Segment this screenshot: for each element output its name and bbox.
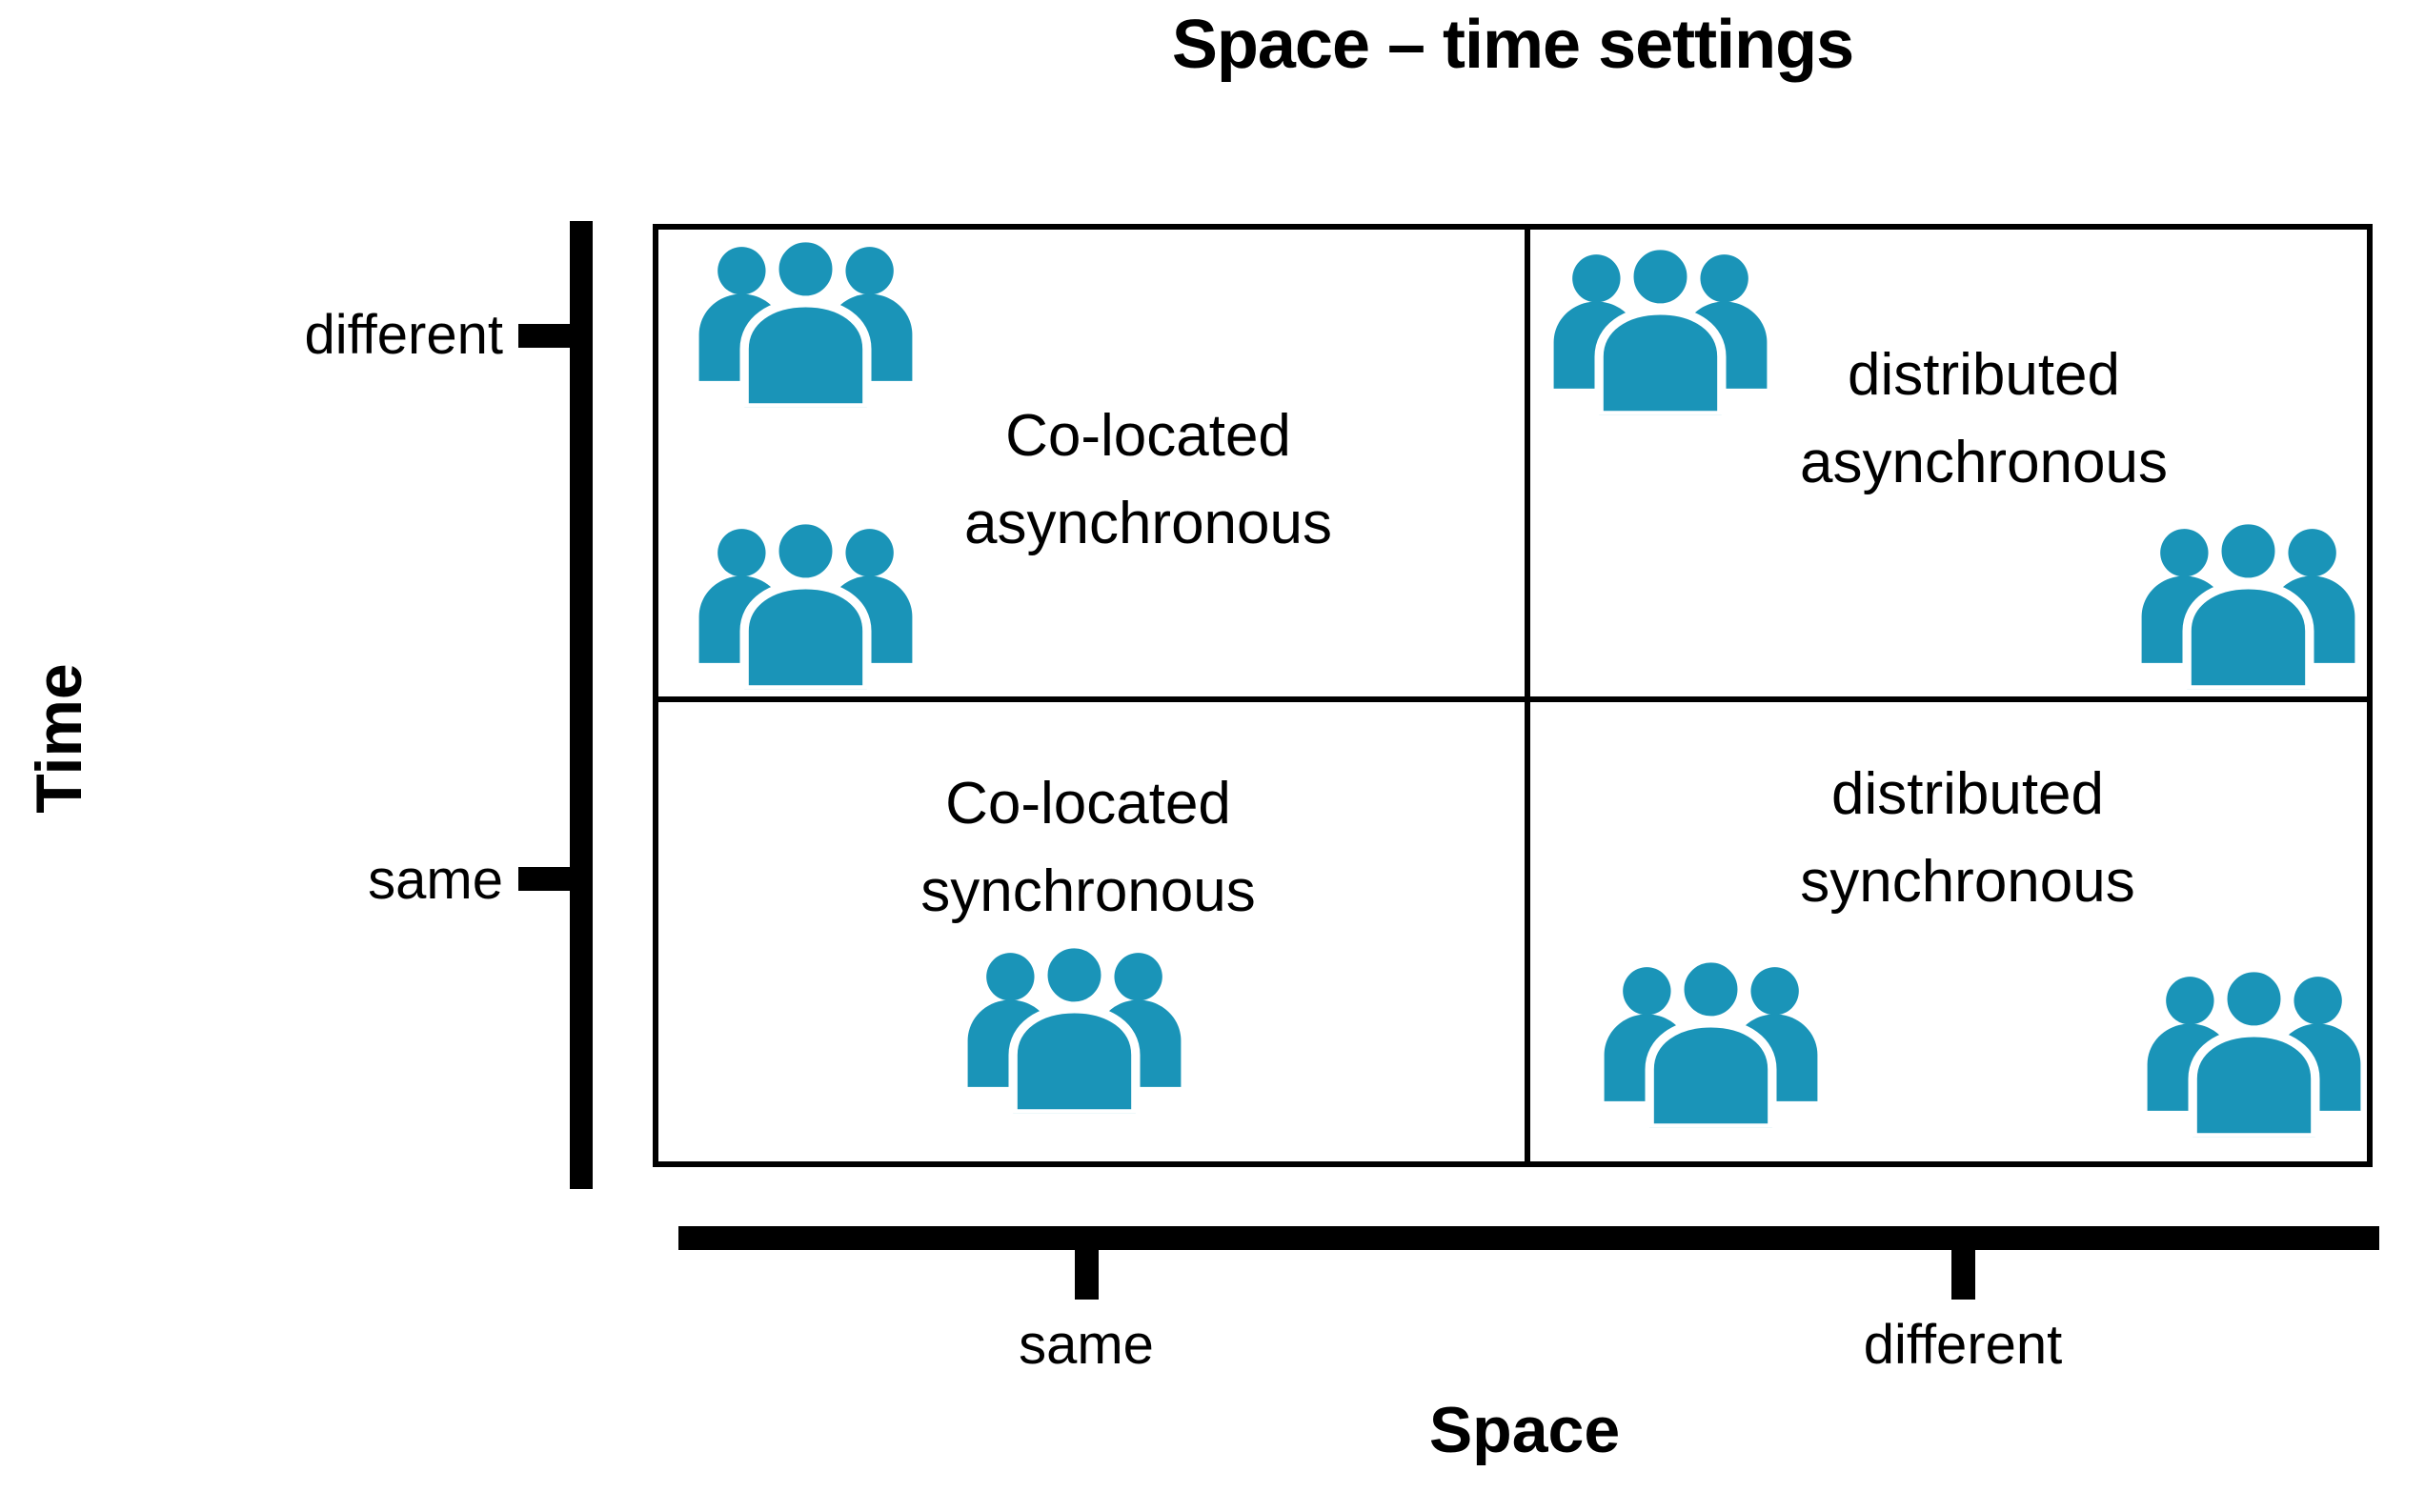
quadrant-label-line: asynchronous (1799, 430, 2169, 495)
quadrant-label-line: distributed (1847, 342, 2121, 408)
x-tick-same (1075, 1250, 1099, 1300)
x-tick-different (1951, 1250, 1975, 1300)
matrix-horizontal-divider (653, 696, 2373, 702)
y-tick-same (518, 867, 572, 891)
quadrant-label-line: distributed (1830, 761, 2105, 827)
y-axis-bar (570, 221, 593, 1189)
quadrant-label-distributed-synchronous: distributed synchronous (1710, 751, 2225, 926)
users-group-icon (694, 514, 918, 691)
users-group-icon (1599, 953, 1823, 1129)
matrix-vertical-divider (1525, 224, 1530, 1167)
users-group-icon (694, 232, 918, 409)
users-group-icon (2142, 962, 2366, 1139)
x-tick-label-same: same (1019, 1314, 1154, 1376)
users-group-icon (962, 938, 1186, 1115)
y-axis-title: Time (23, 663, 95, 814)
matrix-frame (653, 224, 2373, 1167)
quadrant-label-line: Co-located (1005, 403, 1291, 469)
x-axis-bar (678, 1226, 2379, 1250)
quadrant-label-line: synchronous (920, 858, 1256, 924)
x-tick-label-different: different (1863, 1314, 2063, 1376)
diagram-title: Space – time settings (1171, 7, 1854, 83)
quadrant-label-line: Co-located (945, 771, 1231, 837)
quadrant-label-distributed-asynchronous: distributed asynchronous (1727, 332, 2241, 507)
y-tick-label-different: different (304, 304, 503, 366)
quadrant-label-line: asynchronous (963, 491, 1333, 556)
users-group-icon (2136, 514, 2360, 691)
x-axis-title: Space (1428, 1394, 1621, 1466)
quadrant-label-co-located-asynchronous: Co-located asynchronous (891, 393, 1405, 568)
y-tick-different (518, 324, 572, 348)
quadrant-label-line: synchronous (1800, 849, 2135, 915)
y-tick-label-same: same (368, 849, 503, 911)
quadrant-label-co-located-synchronous: Co-located synchronous (831, 760, 1345, 936)
